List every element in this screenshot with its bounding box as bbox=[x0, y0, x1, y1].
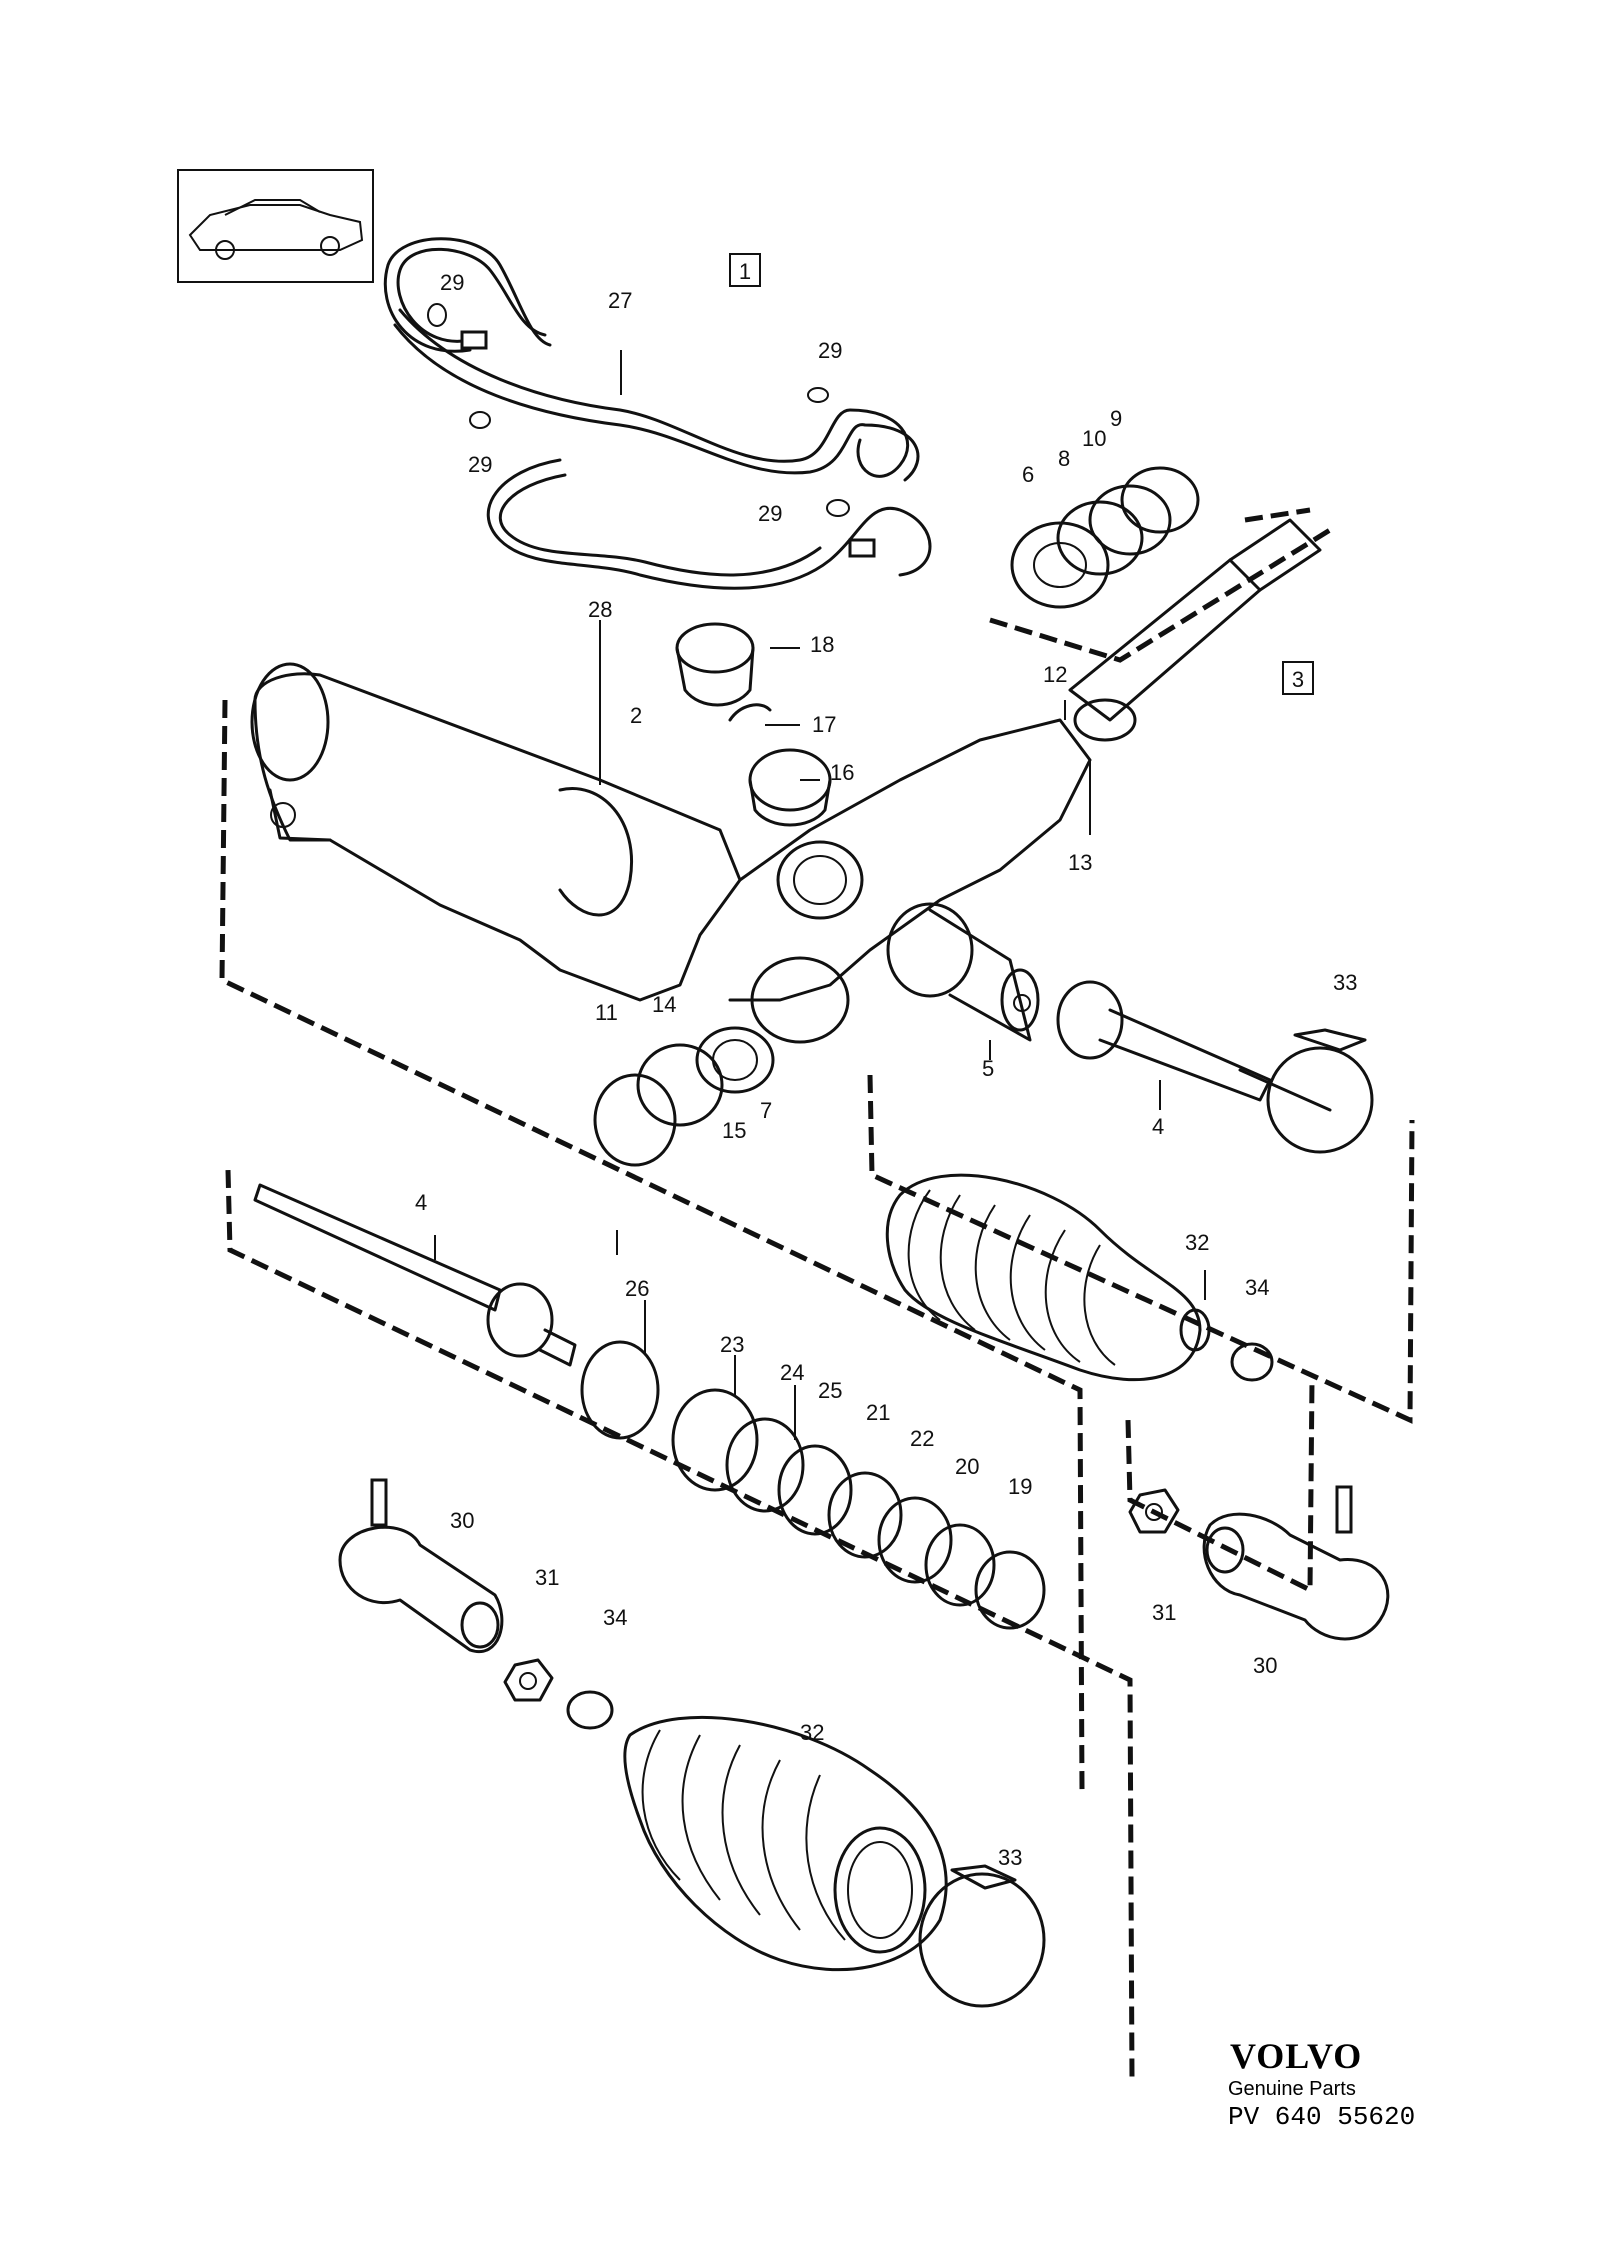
label-33-lower: 33 bbox=[998, 1845, 1022, 1870]
label-27: 27 bbox=[608, 288, 632, 313]
seal-ring-29-c bbox=[469, 411, 491, 429]
label-22: 22 bbox=[910, 1426, 934, 1451]
label-31-left: 31 bbox=[535, 1565, 559, 1590]
diagram-part-number: PV 640 55620 bbox=[1228, 2102, 1415, 2132]
part-labels: 29 27 29 29 29 28 9 10 8 6 18 2 17 16 12… bbox=[415, 270, 1357, 1870]
tie-rod-end-left bbox=[338, 1478, 504, 1654]
volvo-branding: VOLVO Genuine Parts PV 640 55620 bbox=[1228, 2036, 1415, 2132]
label-8: 8 bbox=[1058, 446, 1070, 471]
clamp-upper bbox=[1266, 1028, 1374, 1154]
yoke-parts bbox=[675, 622, 832, 827]
inner-seal-stack bbox=[671, 1388, 1046, 1630]
label-31-right: 31 bbox=[1152, 1600, 1176, 1625]
nut-left bbox=[503, 1658, 554, 1702]
hose-assembly-28 bbox=[486, 458, 932, 590]
label-5: 5 bbox=[982, 1056, 994, 1081]
label-15: 15 bbox=[722, 1118, 746, 1143]
label-7: 7 bbox=[760, 1098, 772, 1123]
label-29-a: 29 bbox=[440, 270, 464, 295]
label-32-upper: 32 bbox=[1185, 1230, 1209, 1255]
tie-rod-end-right bbox=[1202, 1485, 1390, 1641]
tie-rod-lower bbox=[253, 1183, 577, 1367]
svg-text:3: 3 bbox=[1292, 667, 1304, 692]
tie-rod-upper bbox=[1056, 980, 1332, 1112]
nut-right bbox=[1128, 1488, 1180, 1534]
hose-assembly-27 bbox=[383, 237, 920, 482]
bellows-upper bbox=[885, 1173, 1211, 1382]
label-33-upper: 33 bbox=[1333, 970, 1357, 995]
label-18: 18 bbox=[810, 632, 834, 657]
car-thumbnail bbox=[177, 169, 374, 283]
volvo-logo: VOLVO bbox=[1230, 2036, 1362, 2076]
label-2: 2 bbox=[630, 703, 642, 728]
pinion-seal-set bbox=[989, 466, 1332, 663]
label-9: 9 bbox=[1110, 406, 1122, 431]
label-29-c: 29 bbox=[468, 452, 492, 477]
clamp-lower bbox=[918, 1864, 1046, 2008]
frame-right-upper bbox=[867, 1074, 1415, 1424]
seal-ring-29-d bbox=[826, 499, 850, 517]
label-25: 25 bbox=[818, 1378, 842, 1403]
label-29-d: 29 bbox=[758, 501, 782, 526]
group-callout-1: 1 bbox=[729, 253, 761, 287]
label-28: 28 bbox=[588, 597, 612, 622]
label-29-b: 29 bbox=[818, 338, 842, 363]
label-32-lower: 32 bbox=[800, 1720, 824, 1745]
frame-left-upper bbox=[219, 699, 1085, 1791]
genuine-parts-tagline: Genuine Parts bbox=[1228, 2078, 1356, 2100]
label-23: 23 bbox=[720, 1332, 744, 1357]
label-13: 13 bbox=[1068, 850, 1092, 875]
label-10: 10 bbox=[1082, 426, 1106, 451]
clip-upper bbox=[1230, 1342, 1274, 1382]
label-34-lower: 34 bbox=[603, 1605, 627, 1630]
label-20: 20 bbox=[955, 1454, 979, 1479]
label-19: 19 bbox=[1008, 1474, 1032, 1499]
label-24: 24 bbox=[780, 1360, 804, 1385]
seal-ring-29-b bbox=[807, 387, 829, 403]
bellows-lower bbox=[623, 1715, 948, 1972]
label-12: 12 bbox=[1043, 662, 1067, 687]
pinion-shaft bbox=[1068, 507, 1322, 742]
frame-right-lower bbox=[1125, 1379, 1315, 1595]
label-30-left: 30 bbox=[450, 1508, 474, 1533]
group-callout-3: 3 bbox=[1282, 661, 1314, 695]
label-6: 6 bbox=[1022, 462, 1034, 487]
label-21: 21 bbox=[866, 1400, 890, 1425]
seal-ring-29-a bbox=[427, 303, 447, 327]
label-4-upper: 4 bbox=[1152, 1114, 1164, 1139]
snap-ring bbox=[580, 1340, 660, 1440]
label-11: 11 bbox=[595, 1000, 618, 1025]
label-16: 16 bbox=[830, 760, 854, 785]
label-26: 26 bbox=[625, 1276, 649, 1301]
label-14: 14 bbox=[652, 992, 676, 1017]
label-4-lower: 4 bbox=[415, 1190, 427, 1215]
sedan-car-icon bbox=[188, 199, 364, 260]
rack-housing bbox=[250, 662, 1092, 1044]
svg-text:1: 1 bbox=[739, 259, 751, 284]
end-cap-parts bbox=[593, 1026, 775, 1167]
label-30-right: 30 bbox=[1253, 1653, 1277, 1678]
clip-lower bbox=[566, 1690, 614, 1730]
leader-lines bbox=[434, 350, 1206, 1440]
label-34-upper: 34 bbox=[1245, 1275, 1269, 1300]
label-17: 17 bbox=[812, 712, 836, 737]
